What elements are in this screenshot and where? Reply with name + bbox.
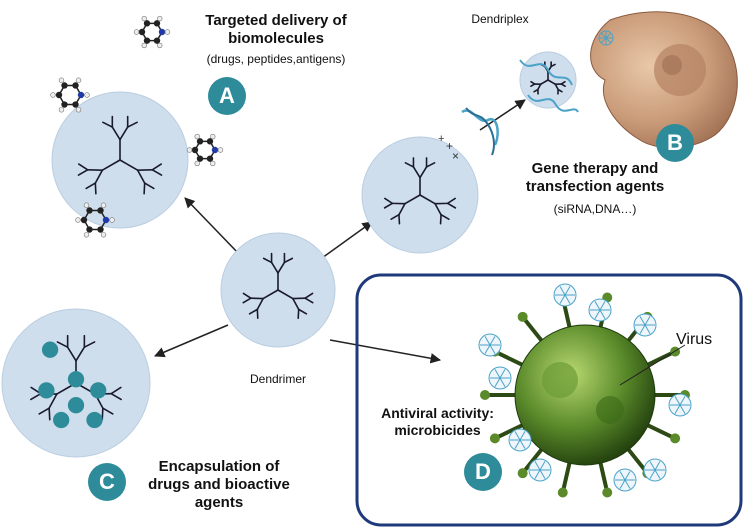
encapsulated-drug-dot (38, 382, 55, 399)
dendrimer-a-icon (51, 91, 189, 229)
snowflake-dendrimer-icon (598, 30, 614, 46)
virus-spike-tip (489, 433, 500, 444)
dendrimer-b-icon (361, 136, 479, 254)
section-b-title-line1: Gene therapy and (531, 160, 659, 177)
encapsulated-drug-dot (41, 341, 59, 358)
cell-icon (590, 11, 738, 149)
dendrimer-c-icon (1, 308, 151, 458)
molecule-icon (50, 77, 90, 113)
arrow-to-dendriplex (479, 99, 526, 131)
section-a-subtitle: (drugs, peptides,antigens) (206, 52, 346, 66)
section-b-subtitle: (siRNA,DNA…) (553, 202, 637, 216)
section-a-title: Targeted delivery of biomolecules (176, 12, 376, 48)
dna-icon (519, 59, 579, 113)
dendriplex-label: Dendriplex (471, 12, 529, 26)
virus-spike-tip (602, 487, 613, 498)
badge-c: C (88, 463, 126, 501)
snowflake-dendrimer-icon (613, 468, 637, 492)
section-c-title-line3: agents (194, 494, 244, 511)
badge-d: D (464, 453, 502, 491)
encapsulated-drug-dot (90, 382, 107, 399)
dendrimer-group (1, 51, 577, 458)
encapsulated-drug-dot (67, 371, 85, 388)
svg-text:×: × (452, 149, 459, 163)
section-b-title-line2: transfection agents (525, 178, 665, 195)
virus-pointer-line (619, 344, 686, 386)
arrow-to-a (184, 197, 241, 256)
dna-icon: + × + (438, 107, 499, 163)
svg-text:+: + (446, 139, 453, 153)
snowflake-dendrimer-icon (478, 333, 502, 357)
snowflake-dendrimer-group (478, 283, 692, 492)
molecule-icon (75, 202, 115, 238)
virus-spike-tip (557, 487, 568, 498)
section-a-title-line1: Targeted delivery of (205, 12, 347, 29)
section-d-title-line1: Antiviral activity: (381, 405, 494, 421)
section-c-title-line2: drugs and bioactive (148, 476, 290, 493)
snowflake-dendrimer-icon (528, 458, 552, 482)
virus-spike-tip (517, 468, 528, 479)
dendrimer-label: Dendrimer (249, 372, 306, 386)
snowflake-dendrimer-icon (508, 428, 532, 452)
molecule-icon (133, 15, 171, 49)
snowflake-dendrimer-icon (553, 283, 577, 307)
badge-b: B (656, 124, 694, 162)
virus-spike-tip (480, 390, 490, 400)
section-c-title-line1: Encapsulation of (158, 458, 280, 475)
antiviral-box (355, 273, 743, 527)
section-d-title: Antiviral activity: microbicides (365, 405, 510, 439)
arrow-to-d (329, 339, 442, 364)
arrow-to-b (321, 221, 373, 259)
encapsulated-drug-dot (53, 411, 70, 429)
arrow-to-c (154, 324, 229, 358)
dendrimer-center-icon (220, 232, 336, 348)
svg-text:+: + (438, 133, 444, 145)
virus-spike-tip (517, 311, 528, 322)
snowflake-dendrimer-icon (488, 366, 512, 390)
section-a-title-line2: biomolecules (228, 30, 324, 47)
virus-spike-tip (670, 433, 681, 444)
molecule-icon (186, 133, 224, 167)
section-d-title-line2: microbicides (394, 421, 481, 438)
encapsulated-drug-dot (67, 397, 85, 414)
virus-label: Virus (676, 331, 713, 348)
badge-a: A (208, 77, 246, 115)
snowflake-dendrimer-icon (668, 393, 692, 417)
section-b-title: Gene therapy and transfection agents (495, 160, 695, 196)
encapsulated-drug-dot (86, 411, 103, 429)
snowflake-dendrimer-icon (588, 298, 612, 322)
section-c-title: Encapsulation of drugs and bioactive age… (134, 458, 304, 512)
molecule-group (50, 15, 224, 238)
snowflake-dendrimer-icon (643, 458, 667, 482)
snowflake-dendrimer-icon (633, 313, 657, 337)
